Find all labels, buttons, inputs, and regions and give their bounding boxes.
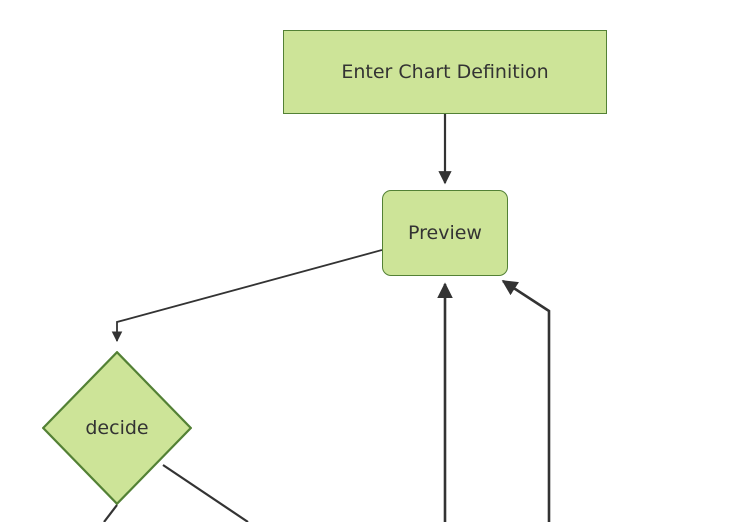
edge-decide-bottom-out (103, 504, 118, 522)
node-enter-chart-definition[interactable]: Enter Chart Definition (283, 30, 607, 114)
edge-decide-right-out (162, 464, 249, 522)
edge-preview-to-decide (111, 249, 383, 343)
edge-bottom-right-to-preview (501, 279, 551, 522)
node-enter-chart-definition-label: Enter Chart Definition (341, 60, 549, 83)
node-preview-label: Preview (408, 221, 482, 244)
node-preview[interactable]: Preview (382, 190, 508, 276)
diamond-shape-icon (42, 351, 192, 505)
node-decide[interactable]: decide (42, 351, 192, 505)
